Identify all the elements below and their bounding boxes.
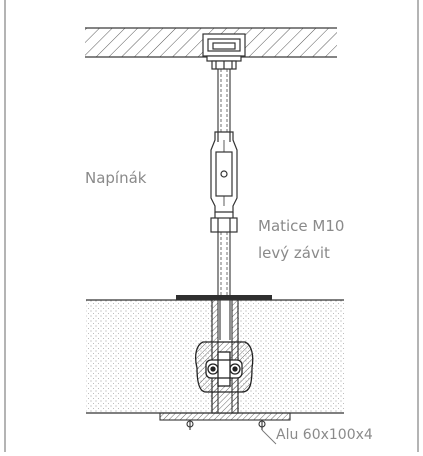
ceiling-anchor [202,33,246,70]
label-nut-line2: levý závit [258,244,330,262]
upper-threaded-rod [217,69,231,132]
nut-m10 [210,212,238,233]
bolt-connector [195,341,254,393]
top-washer-plate [176,295,272,300]
lower-threaded-rod [217,232,231,300]
label-turnbuckle: Napínák [85,169,147,187]
turnbuckle-body [210,131,238,213]
alu-leader-line [261,429,277,445]
alu-profile [159,391,291,430]
label-nut-line1: Matice M10 [258,217,345,235]
label-alu-profile: Alu 60x100x4 [276,427,373,443]
